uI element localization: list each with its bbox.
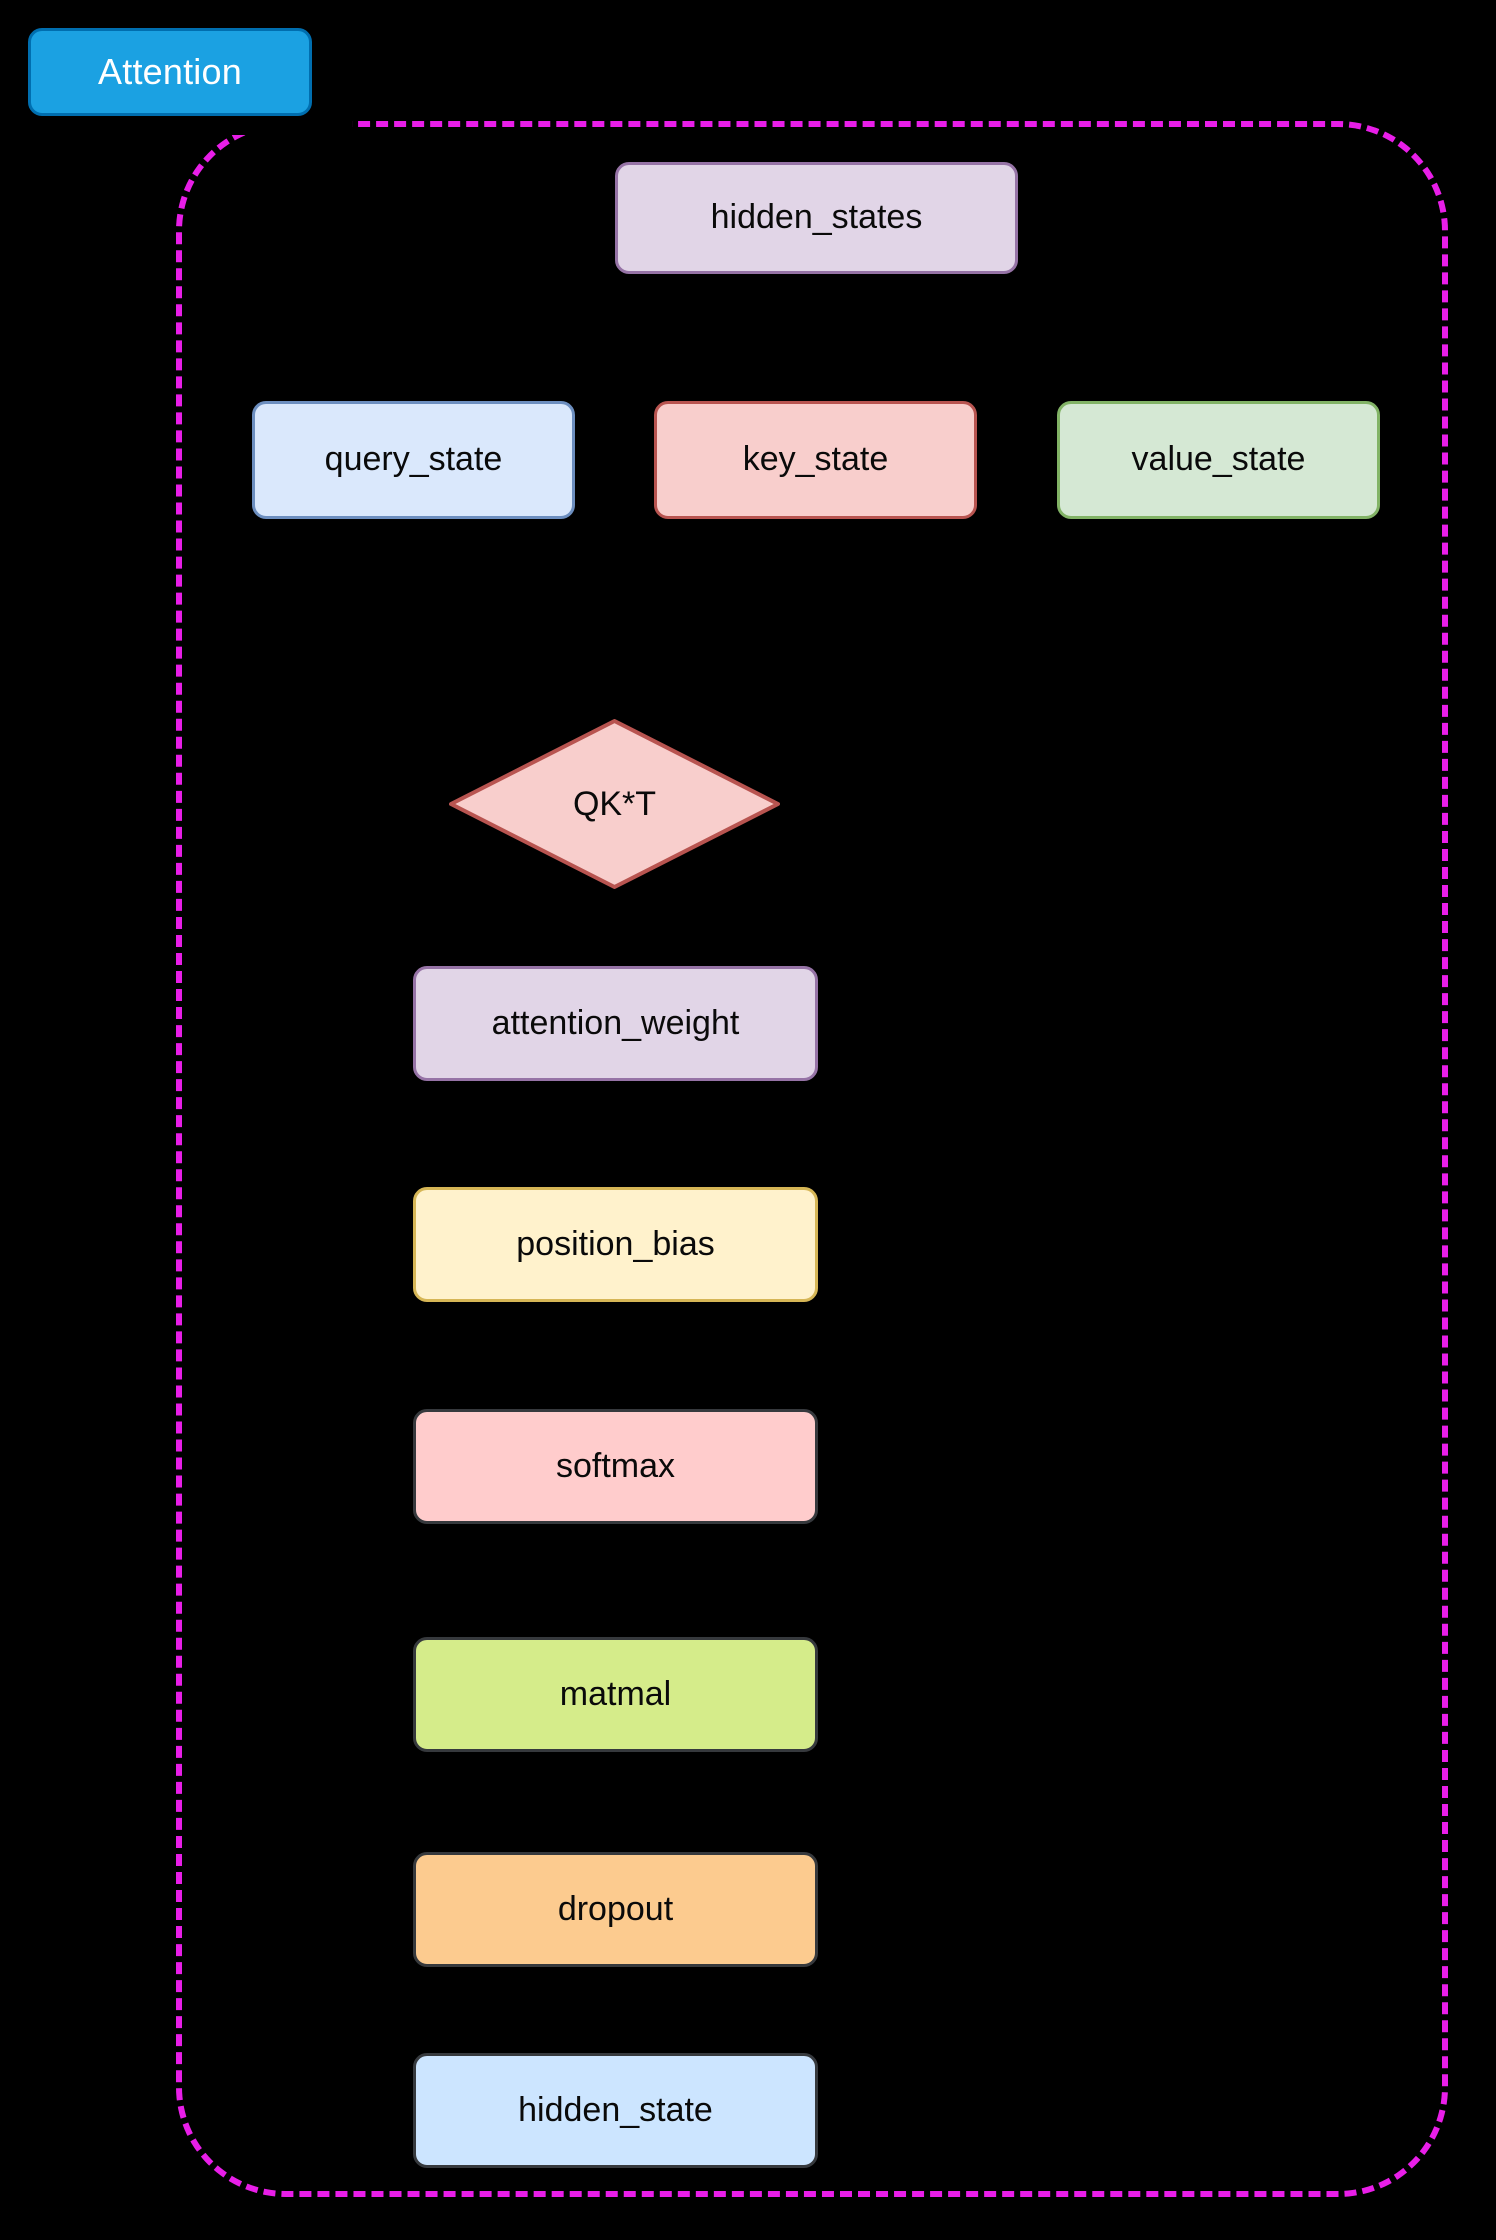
- node-hidden-states[interactable]: hidden_states: [615, 162, 1018, 274]
- node-label-softmax: softmax: [555, 1446, 676, 1485]
- node-label-hidden-state: hidden_state: [518, 2090, 713, 2129]
- node-label-query-state: query_state: [324, 440, 503, 479]
- group-title-label: Attention: [98, 51, 242, 92]
- node-softmax[interactable]: softmax: [413, 1409, 818, 1524]
- node-qk-t[interactable]: QK*T: [449, 719, 780, 889]
- group-title-attention[interactable]: Attention: [28, 28, 312, 116]
- node-attention-weight[interactable]: attention_weight: [413, 966, 818, 1081]
- node-label-hidden-states: hidden_states: [710, 198, 923, 237]
- node-label-attention-weight: attention_weight: [491, 1003, 740, 1042]
- node-matmal[interactable]: matmal: [413, 1637, 818, 1752]
- node-position-bias[interactable]: position_bias: [413, 1187, 818, 1302]
- node-hidden-state[interactable]: hidden_state: [413, 2053, 818, 2168]
- node-label-dropout: dropout: [557, 1889, 674, 1928]
- node-label-key-state: key_state: [742, 440, 889, 479]
- node-key-state[interactable]: key_state: [654, 401, 977, 519]
- node-value-state[interactable]: value_state: [1057, 401, 1380, 519]
- diamond-shape-icon: [449, 719, 780, 889]
- node-query-state[interactable]: query_state: [252, 401, 575, 519]
- node-label-position-bias: position_bias: [516, 1224, 715, 1263]
- node-dropout[interactable]: dropout: [413, 1852, 818, 1967]
- node-label-matmal: matmal: [559, 1674, 672, 1713]
- node-label-value-state: value_state: [1131, 440, 1306, 479]
